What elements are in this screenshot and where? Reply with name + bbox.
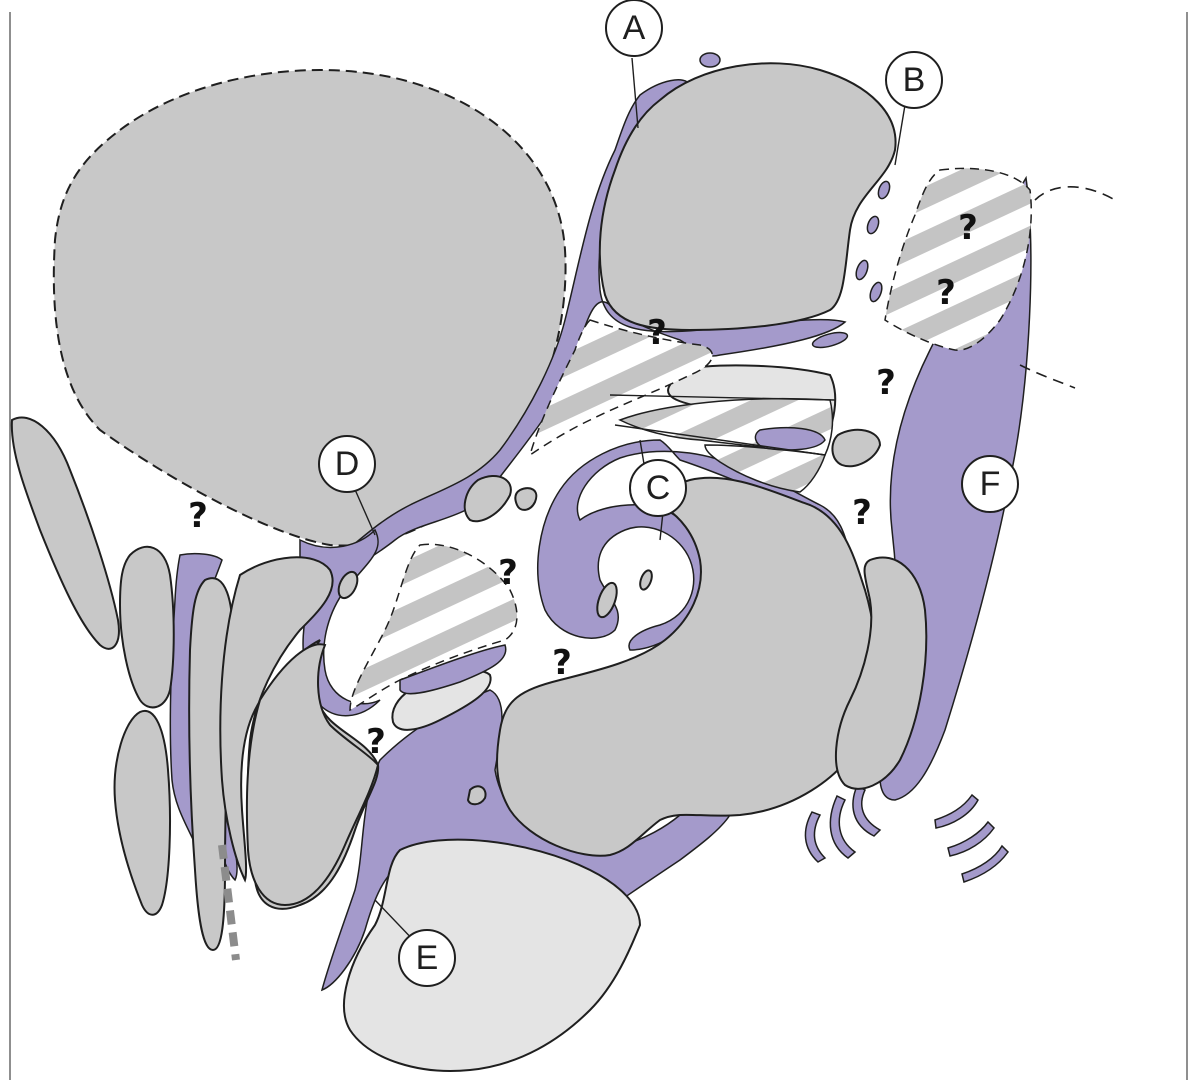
purple-arc-4 bbox=[935, 795, 978, 828]
purple-arc-1 bbox=[805, 812, 825, 862]
bone-left-strip-2 bbox=[120, 547, 174, 708]
unknown-marker: ? bbox=[552, 643, 572, 683]
purple-arc-2 bbox=[830, 796, 855, 858]
label-f: F bbox=[962, 456, 1018, 512]
bone-small-1 bbox=[832, 430, 880, 467]
label-a: A bbox=[606, 0, 662, 56]
purple-arc-6 bbox=[962, 846, 1008, 882]
label-e-text: E bbox=[416, 939, 439, 977]
label-a-text: A bbox=[623, 9, 646, 47]
label-f-text: F bbox=[980, 465, 1001, 503]
unknown-marker: ? bbox=[188, 496, 208, 536]
leader-b bbox=[895, 105, 905, 165]
purple-blob-b2 bbox=[865, 215, 881, 235]
unknown-marker: ? bbox=[498, 553, 518, 593]
label-b: B bbox=[886, 52, 942, 108]
purple-blob-top bbox=[700, 53, 720, 67]
bone-small-3 bbox=[515, 488, 536, 510]
bone-left-strip-3 bbox=[115, 711, 170, 915]
unknown-marker: ? bbox=[936, 273, 956, 313]
unknown-marker: ? bbox=[852, 493, 872, 533]
unknown-marker: ? bbox=[958, 208, 978, 248]
label-c-text: C bbox=[646, 469, 671, 507]
dashed-outline-right bbox=[1020, 187, 1115, 388]
label-d: D bbox=[319, 436, 375, 492]
bone-left-strip-1 bbox=[12, 417, 119, 648]
label-c: C bbox=[630, 460, 686, 516]
bone-e bbox=[344, 840, 640, 1071]
purple-blob-b1 bbox=[876, 180, 892, 200]
purple-arc-5 bbox=[948, 822, 994, 856]
label-b-text: B bbox=[903, 61, 926, 99]
purple-blob-b3 bbox=[854, 259, 870, 281]
bone-small-7 bbox=[468, 786, 486, 804]
label-e: E bbox=[399, 930, 455, 986]
unknown-marker: ? bbox=[876, 363, 896, 403]
purple-arc-3 bbox=[853, 786, 880, 836]
purple-blob-b4 bbox=[868, 281, 884, 303]
unknown-marker: ? bbox=[647, 313, 667, 353]
bone-small-6 bbox=[638, 569, 654, 591]
unknown-marker: ? bbox=[366, 722, 386, 762]
label-d-text: D bbox=[335, 445, 360, 483]
